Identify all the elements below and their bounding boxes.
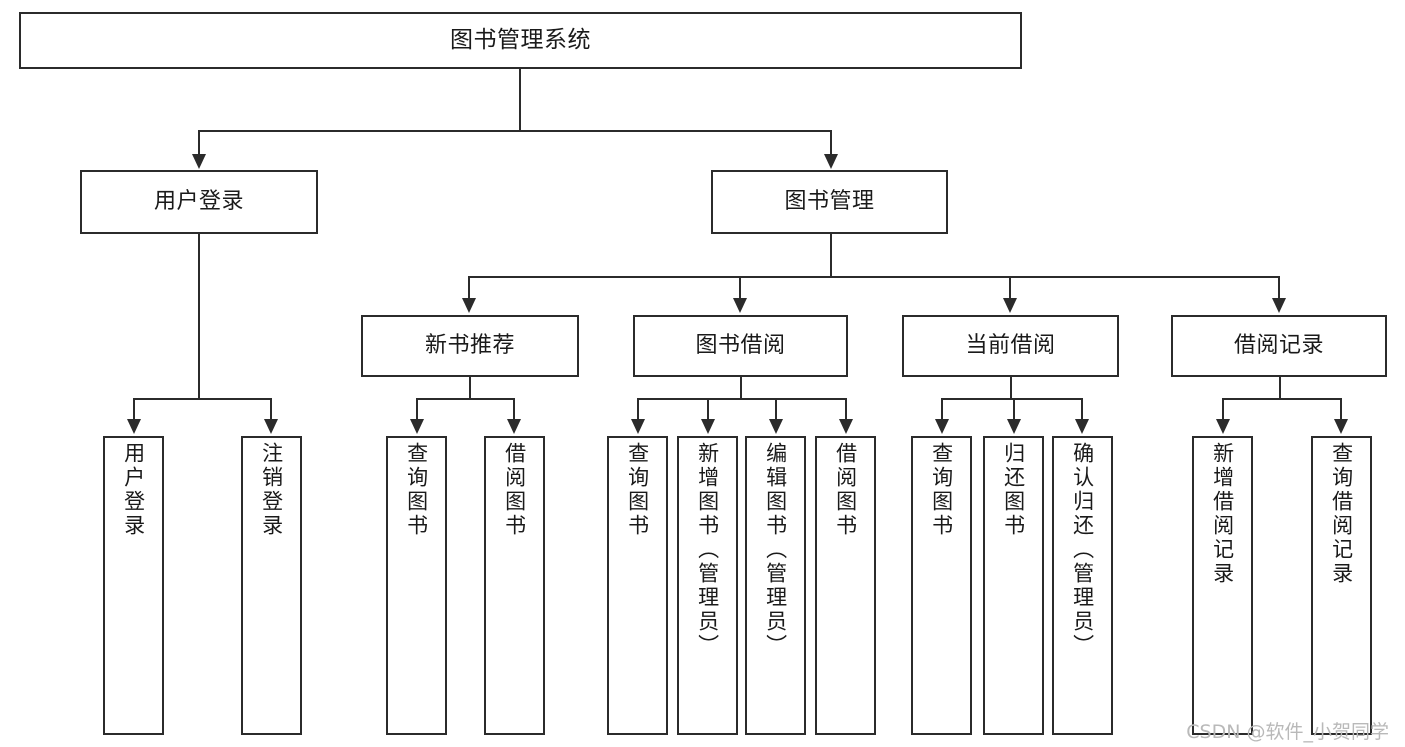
connector-level3-drop-3 [1009,276,1011,298]
node-label: 注销登录 [259,442,284,538]
connector-user-login-drop-2 [270,398,272,419]
connector-user-login-drop-1 [133,398,135,419]
node-label: 查询图书 [404,442,429,538]
connector-cb-drop-1 [941,398,943,419]
node-label: 确认归还（管理员） [1070,442,1095,658]
arrowhead-to-leaf-add-borrow-record [1216,419,1230,434]
node-user-login[interactable]: 用户登录 [80,170,318,234]
arrowhead-to-new-book-recommend [462,298,476,313]
leaf-node-user-login[interactable]: 用户登录 [103,436,164,735]
leaf-node-borrow-book[interactable]: 借阅图书 [815,436,876,735]
connector-borrow-record-bus [1222,398,1341,400]
arrowhead-to-book-management [824,154,838,169]
node-label: 借阅图书 [502,442,527,538]
node-label: 查询借阅记录 [1329,442,1354,586]
leaf-node-query-book-current[interactable]: 查询图书 [911,436,972,735]
connector-cb-drop-3 [1081,398,1083,419]
node-label: 借阅图书 [833,442,858,538]
node-book-management[interactable]: 图书管理 [711,170,948,234]
leaf-node-add-borrow-record[interactable]: 新增借阅记录 [1192,436,1253,735]
connector-level3-bus [468,276,1280,278]
node-label: 归还图书 [1001,442,1026,538]
connector-new-book-recommend-bus [416,398,515,400]
arrowhead-to-book-borrow [733,298,747,313]
arrowhead-to-leaf-query-book-1 [410,419,424,434]
arrowhead-to-leaf-return-book [1007,419,1021,434]
node-root-library-management-system[interactable]: 图书管理系统 [19,12,1022,69]
node-label: 新增图书（管理员） [695,442,720,658]
connector-book-management-stem [830,234,832,277]
connector-book-borrow-bus [637,398,845,400]
leaf-node-borrow-book-recommend[interactable]: 借阅图书 [484,436,545,735]
connector-level3-drop-2 [739,276,741,298]
connector-user-login-bus [133,398,272,400]
leaf-node-return-book[interactable]: 归还图书 [983,436,1044,735]
node-borrow-record[interactable]: 借阅记录 [1171,315,1387,377]
node-label: 借阅记录 [1233,332,1324,358]
connector-nbr-drop-1 [416,398,418,419]
arrowhead-to-leaf-user-login [127,419,141,434]
connector-br-drop-1 [1222,398,1224,419]
arrowhead-to-leaf-logout-login [264,419,278,434]
node-label: 当前借阅 [965,332,1056,358]
connector-nbr-drop-2 [513,398,515,419]
connector-level2-drop-1 [198,130,200,154]
connector-br-drop-2 [1340,398,1342,419]
node-label: 图书借阅 [695,332,786,358]
leaf-node-edit-book-admin[interactable]: 编辑图书（管理员） [745,436,806,735]
connector-borrow-record-stem [1279,377,1281,399]
connector-book-borrow-stem [740,377,742,399]
node-label: 新书推荐 [424,332,515,358]
arrowhead-to-leaf-query-book-3 [935,419,949,434]
connector-level2-bus [198,130,832,132]
leaf-node-add-book-admin[interactable]: 新增图书（管理员） [677,436,738,735]
arrowhead-to-current-borrow [1003,298,1017,313]
arrowhead-to-leaf-add-book [701,419,715,434]
leaf-node-logout-login[interactable]: 注销登录 [241,436,302,735]
leaf-node-query-borrow-record[interactable]: 查询借阅记录 [1311,436,1372,735]
node-label: 新增借阅记录 [1210,442,1235,586]
leaf-node-query-book-recommend[interactable]: 查询图书 [386,436,447,735]
arrowhead-to-borrow-record [1272,298,1286,313]
connector-level3-drop-1 [468,276,470,298]
node-label: 图书管理系统 [450,26,591,53]
connector-bb-drop-3 [775,398,777,419]
connector-cb-drop-2 [1013,398,1015,419]
arrowhead-to-leaf-borrow-book-2 [839,419,853,434]
connector-bb-drop-2 [707,398,709,419]
connector-level2-drop-2 [830,130,832,154]
node-label: 查询图书 [929,442,954,538]
arrowhead-to-user-login [192,154,206,169]
node-new-book-recommend[interactable]: 新书推荐 [361,315,579,377]
node-label: 编辑图书（管理员） [763,442,788,658]
node-book-borrow[interactable]: 图书借阅 [633,315,848,377]
arrowhead-to-leaf-query-book-2 [631,419,645,434]
arrowhead-to-leaf-confirm-return [1075,419,1089,434]
node-label: 图书管理 [784,188,875,214]
connector-level3-drop-4 [1278,276,1280,298]
node-label: 查询图书 [625,442,650,538]
connector-bb-drop-4 [845,398,847,419]
connector-root-stem [519,69,521,131]
arrowhead-to-leaf-query-borrow-record [1334,419,1348,434]
arrowhead-to-leaf-edit-book [769,419,783,434]
connector-new-book-recommend-stem [469,377,471,399]
node-label: 用户登录 [121,442,146,538]
connector-user-login-stem [198,234,200,399]
node-label: 用户登录 [153,188,244,214]
arrowhead-to-leaf-borrow-book-1 [507,419,521,434]
connector-current-borrow-stem [1010,377,1012,399]
leaf-node-query-book-borrow[interactable]: 查询图书 [607,436,668,735]
connector-current-borrow-bus [941,398,1082,400]
connector-bb-drop-1 [637,398,639,419]
node-current-borrow[interactable]: 当前借阅 [902,315,1119,377]
leaf-node-confirm-return-admin[interactable]: 确认归还（管理员） [1052,436,1113,735]
